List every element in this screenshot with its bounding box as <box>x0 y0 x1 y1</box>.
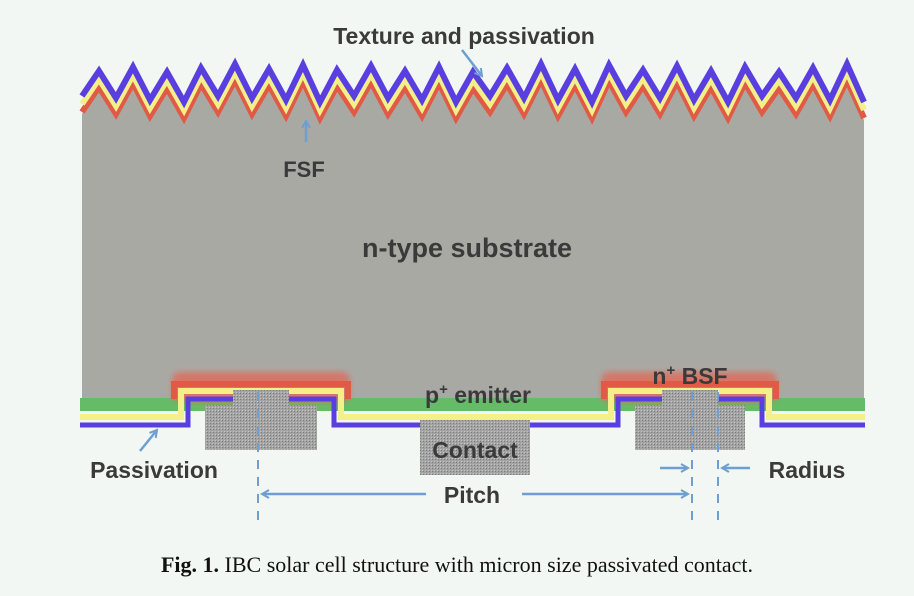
texture-arrow <box>461 49 482 76</box>
passivation-arrow <box>139 430 157 452</box>
front-yellow-layer <box>79 64 867 117</box>
contact-right-lower <box>635 405 745 450</box>
p-emitter-label: p+ emitter <box>425 381 531 408</box>
caption-figure-number: Fig. 1. <box>160 552 220 577</box>
figure-caption: Fig. 1. IBC solar cell structure with mi… <box>0 552 914 578</box>
pitch-label: Pitch <box>444 482 500 508</box>
n-type-substrate <box>82 82 864 400</box>
substrate-label: n-type substrate <box>362 233 572 263</box>
texture-label: Texture and passivation <box>333 23 595 49</box>
n-bsf-region <box>601 381 779 399</box>
caption-text: IBC solar cell structure with micron siz… <box>219 552 753 577</box>
front-passivation-layer <box>79 56 867 109</box>
passivation-label: Passivation <box>90 457 218 483</box>
n-bsf-label: n+ BSF <box>652 362 727 389</box>
back-yellow-layer <box>80 388 865 420</box>
p-emitter-region <box>171 381 351 399</box>
front-red-layer <box>79 72 867 125</box>
contact-left-lower <box>205 405 317 450</box>
contact-center <box>420 420 530 475</box>
contact-label: Contact <box>432 437 518 463</box>
fsf-label: FSF <box>283 157 325 182</box>
radius-label: Radius <box>769 457 846 483</box>
